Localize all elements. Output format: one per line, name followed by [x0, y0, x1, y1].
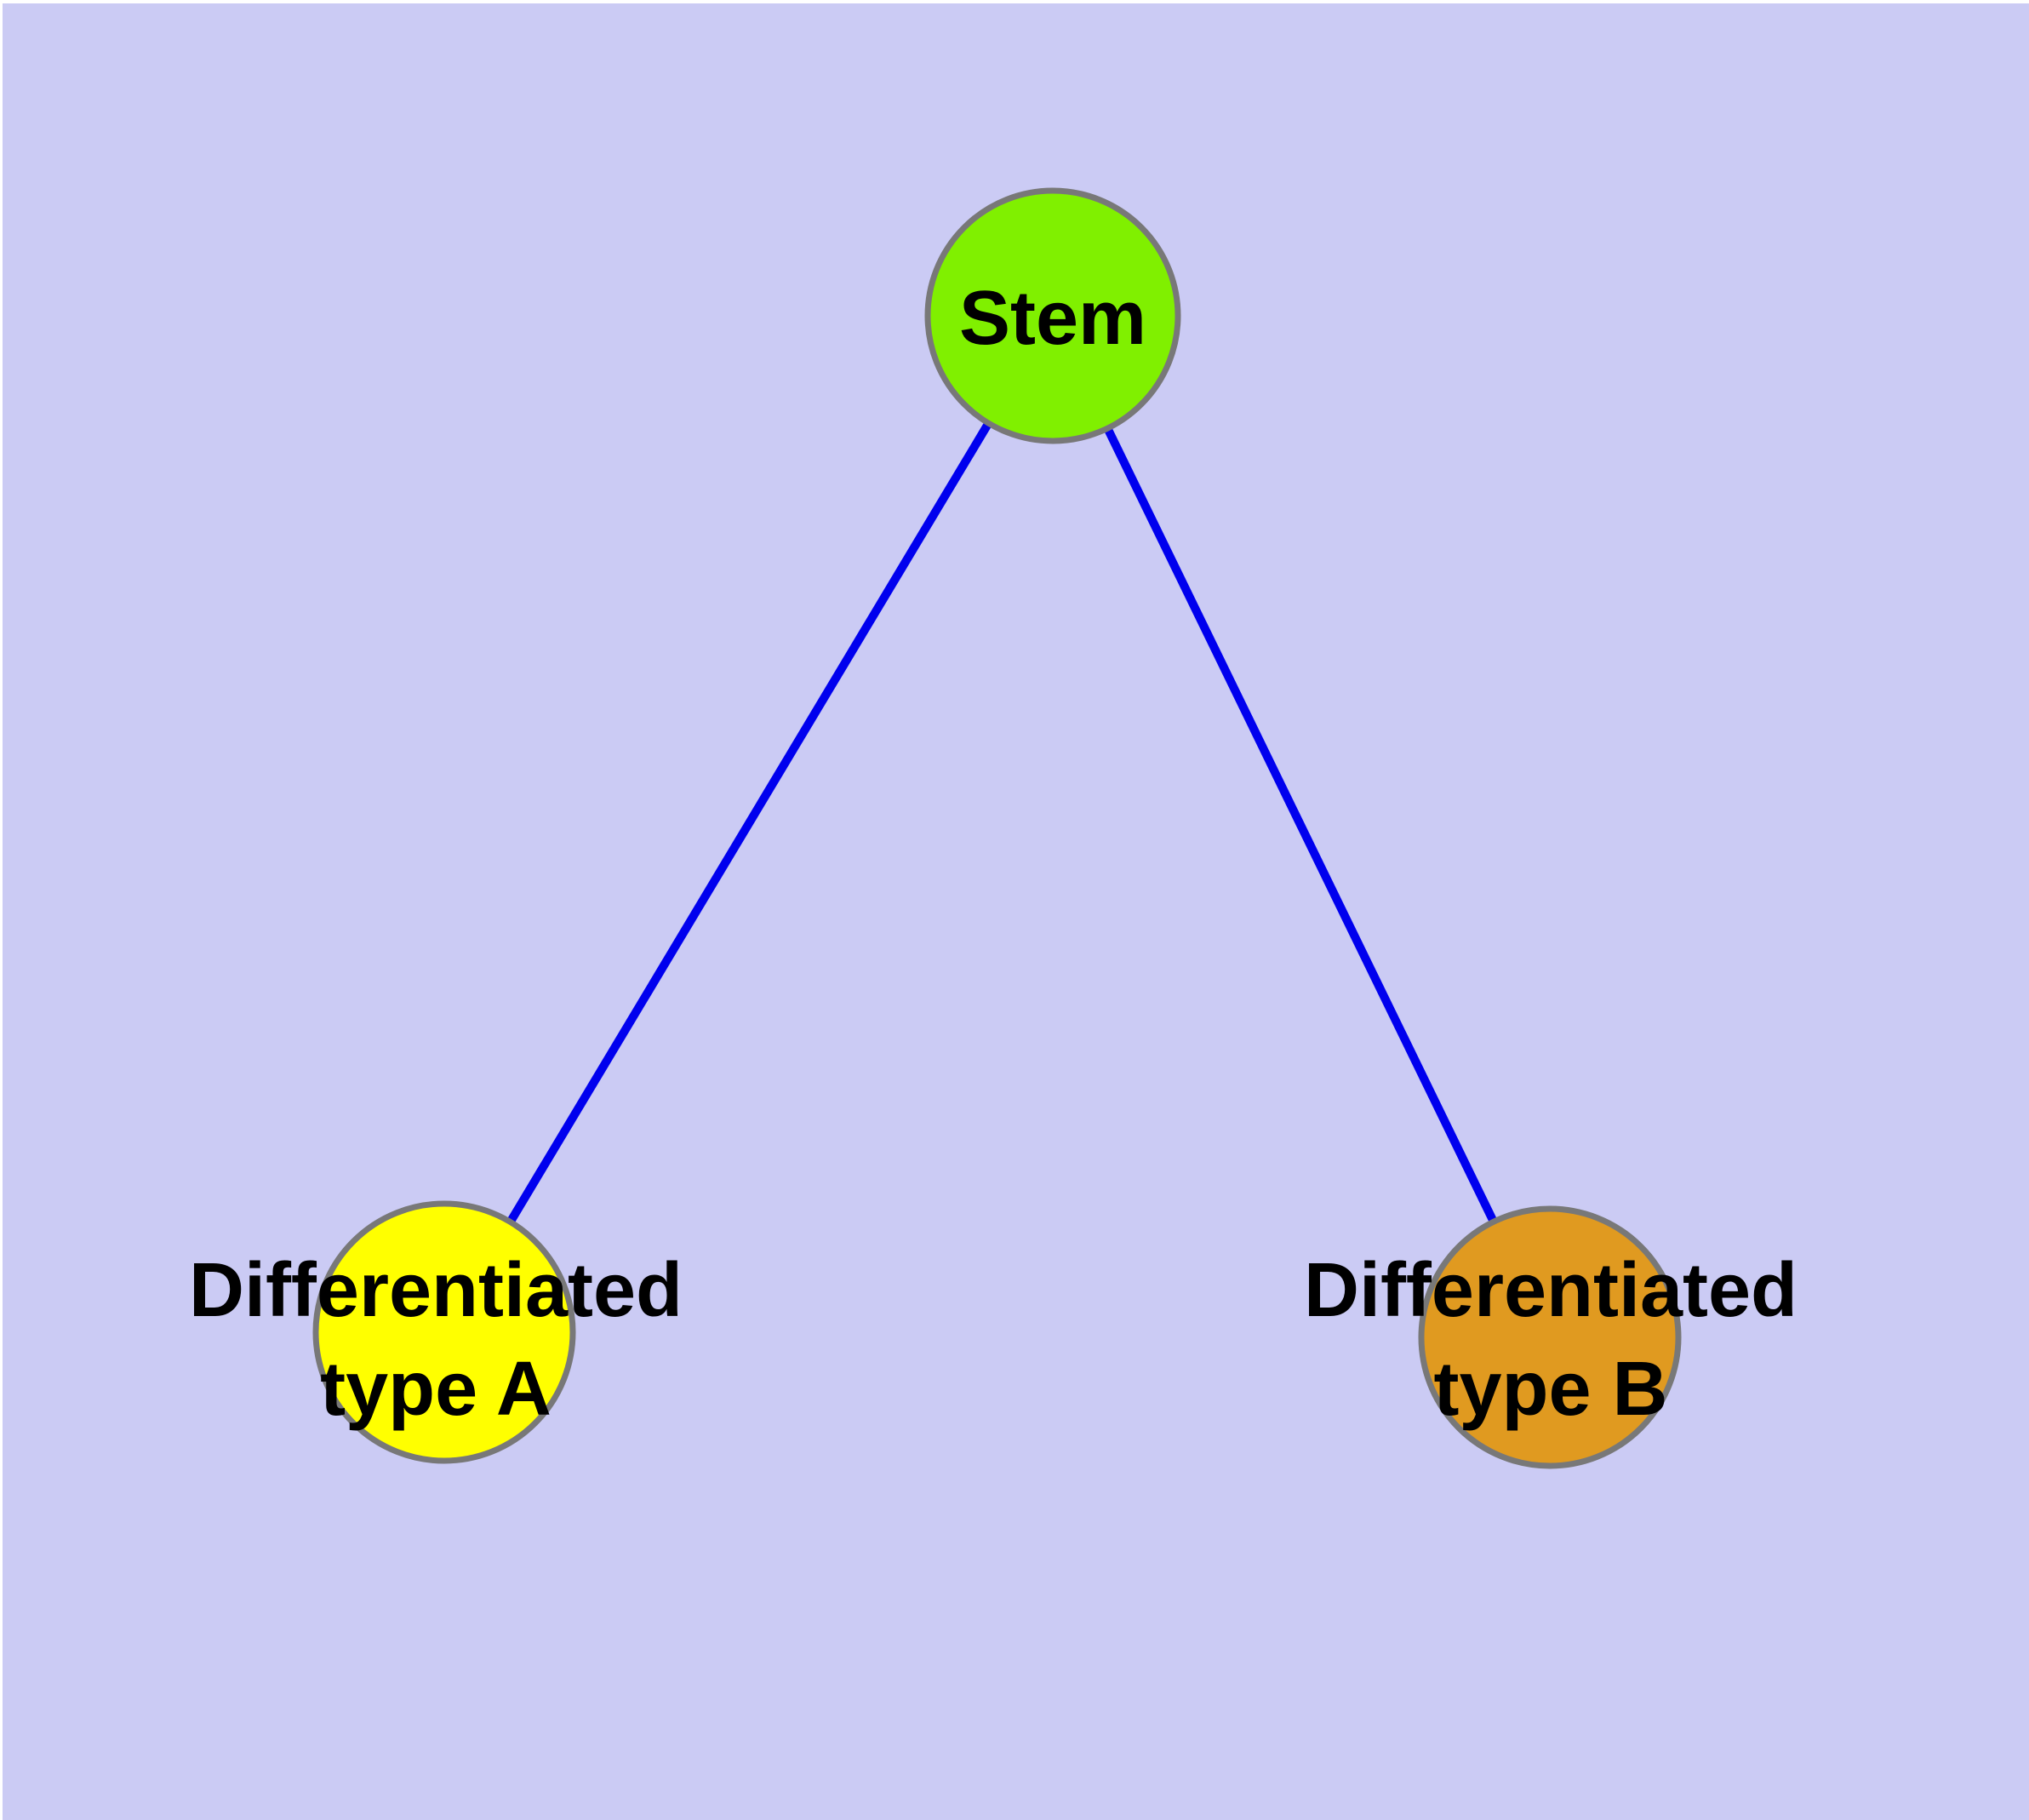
node-differentiated-type-b: [1418, 1205, 1682, 1469]
node-differentiated-type-b-label-line2: type B: [1433, 1347, 1667, 1432]
edge-stem-to-differentiated-type-a: [440, 313, 1057, 1335]
node-stem: [924, 187, 1181, 444]
node-stem-label: Stem: [959, 276, 1146, 361]
node-differentiated-type-a: [312, 1200, 576, 1464]
edge-stem-to-differentiated-type-b: [1049, 313, 1554, 1340]
node-differentiated-type-a-label-line2: type A: [320, 1347, 552, 1432]
node-differentiated-type-b-label-line1: Differentiated: [1304, 1248, 1798, 1333]
node-differentiated-type-a-label-line1: Differentiated: [189, 1248, 683, 1333]
